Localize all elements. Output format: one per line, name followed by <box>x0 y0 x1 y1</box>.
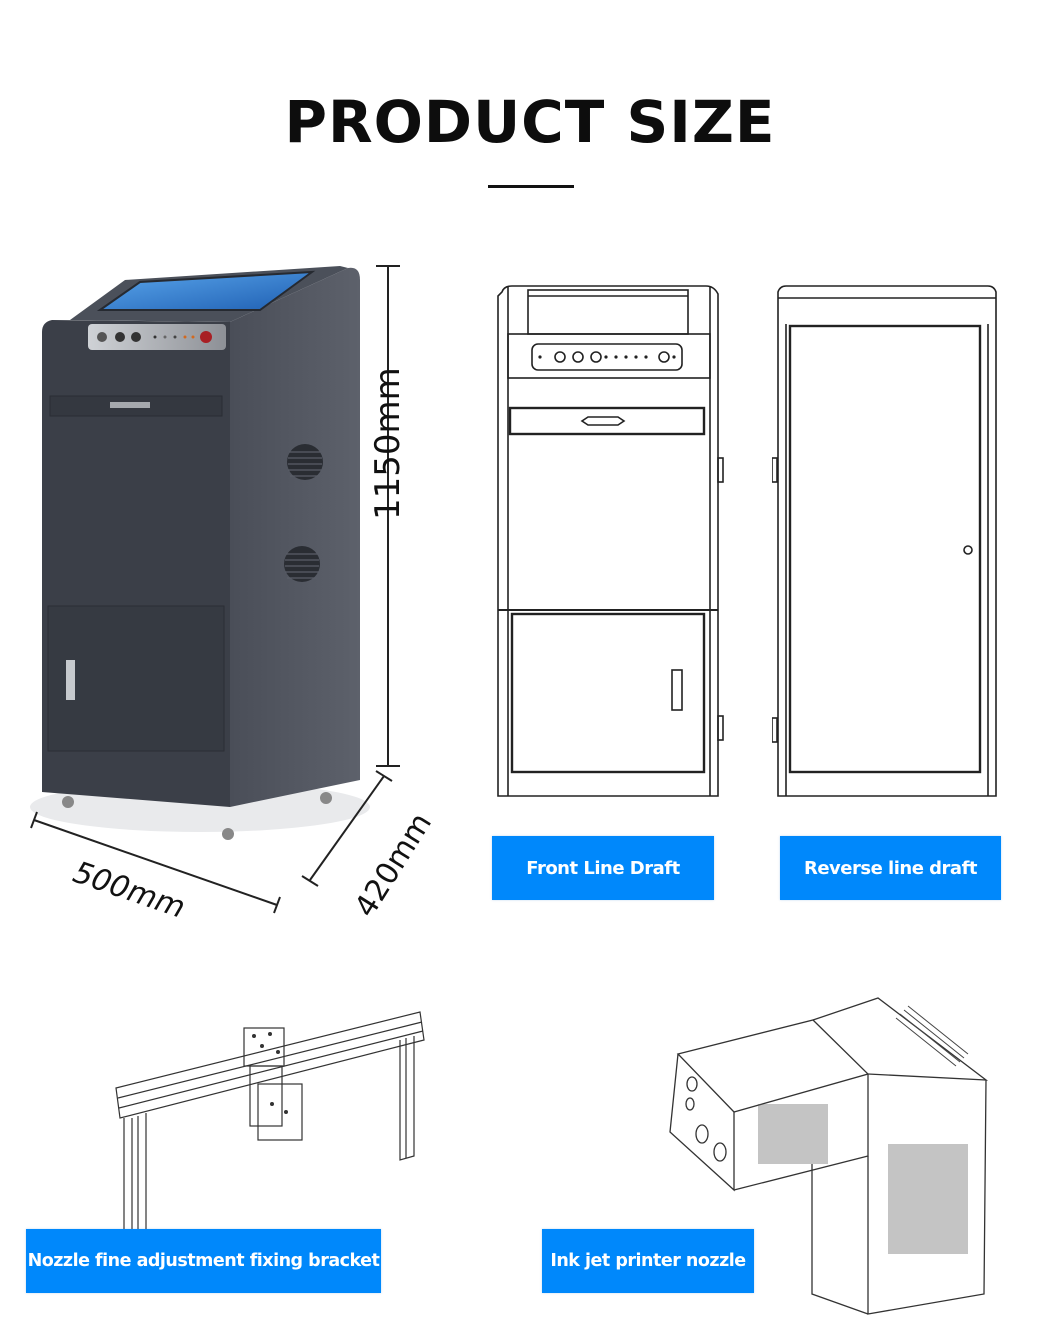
front-line-draft-label: Front Line Draft <box>492 836 714 900</box>
reverse-line-draft-label: Reverse line draft <box>780 836 1001 900</box>
nozzle-drawing <box>668 994 998 1324</box>
bracket-drawing <box>110 1000 430 1240</box>
bracket-label: Nozzle fine adjustment fixing bracket <box>26 1229 381 1293</box>
reverse-line-drawing <box>772 284 1002 800</box>
nozzle-label: Ink jet printer nozzle <box>542 1229 754 1293</box>
title-underline <box>488 185 574 188</box>
front-line-drawing <box>494 284 724 800</box>
height-dimension-label: 1150mm <box>368 367 408 520</box>
dimension-lines <box>0 250 460 950</box>
page-title: PRODUCT SIZE <box>284 88 776 156</box>
product-photo-cabinet <box>30 262 370 862</box>
